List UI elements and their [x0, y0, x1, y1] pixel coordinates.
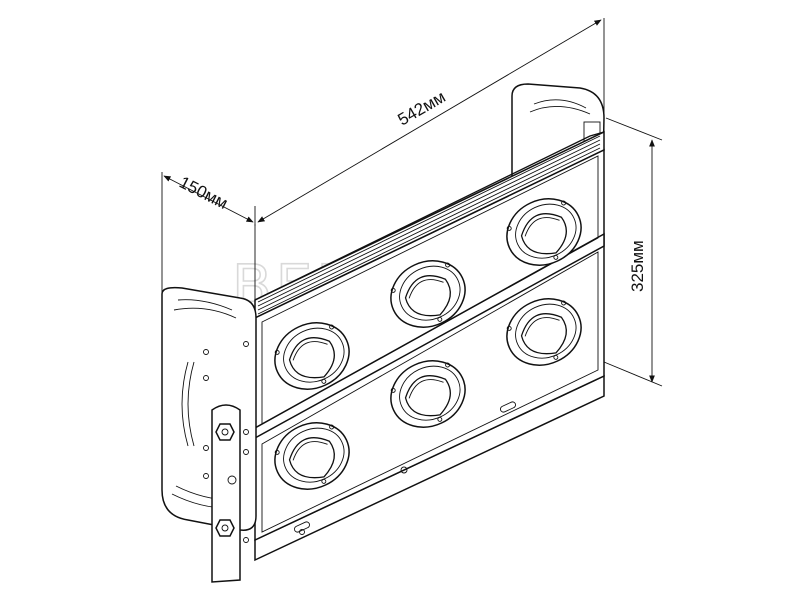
- depth-label: 150мм: [176, 173, 231, 213]
- lens-screw: [390, 287, 396, 293]
- lens-screw: [445, 262, 451, 268]
- dimension-height: 325мм: [603, 117, 663, 387]
- lens-screw: [321, 478, 327, 484]
- bolt-bottom: [215, 519, 235, 537]
- lens-screw: [321, 378, 327, 384]
- lens-module: [274, 422, 350, 490]
- lens-screw: [274, 349, 280, 355]
- lens-screw: [437, 416, 443, 422]
- lens-screw: [274, 449, 280, 455]
- length-label: 542мм: [395, 87, 449, 129]
- lens-screw: [445, 362, 451, 368]
- lens-screw: [329, 424, 335, 430]
- lens-screw: [329, 324, 335, 330]
- bolt-top: [215, 423, 235, 441]
- lens-screw: [506, 325, 512, 331]
- lens-screw: [553, 354, 559, 360]
- lens-screw: [506, 225, 512, 231]
- lens-module: [506, 298, 582, 366]
- lens-screw: [437, 316, 443, 322]
- lens-screw: [390, 387, 396, 393]
- front-mounting-bracket: [161, 286, 257, 583]
- lens-screw: [553, 254, 559, 260]
- lens-module: [390, 260, 466, 328]
- lens-screw: [561, 300, 567, 306]
- lens-module: [274, 322, 350, 390]
- height-label: 325мм: [628, 240, 647, 292]
- lens-module: [390, 360, 466, 428]
